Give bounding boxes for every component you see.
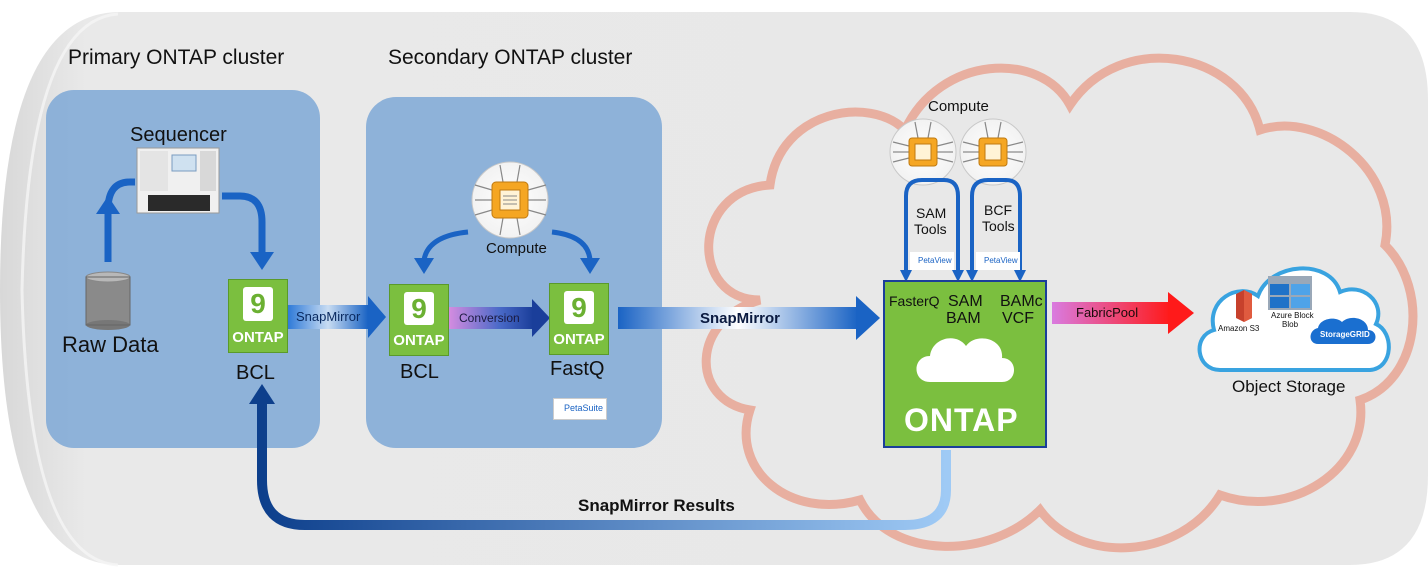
petasuite-logo: PetaSuite <box>553 398 607 420</box>
sam-tools-label-line2: Tools <box>914 221 947 237</box>
compute-label-cloud: Compute <box>928 98 989 115</box>
snapmirror-label-2: SnapMirror <box>700 310 781 327</box>
bcl-label-primary: BCL <box>236 362 275 384</box>
petaview-label-1: PetaView <box>918 256 952 265</box>
bcf-tools-label-line2: Tools <box>982 218 1015 234</box>
primary-cluster-title: Primary ONTAP cluster <box>68 46 285 69</box>
bcl-ontap-badge-primary: 9 ONTAP <box>228 279 288 353</box>
petaview-logo-1: PetaView <box>910 252 954 270</box>
snapmirror-arrow-2 <box>618 296 880 340</box>
snapmirror-arrow-1 <box>288 296 386 338</box>
ontap-badge-word: ONTAP <box>393 332 445 349</box>
petaview-label-2: PetaView <box>984 256 1018 265</box>
arrow-compute-to-fastq <box>551 229 593 261</box>
raw-data-cylinder-icon <box>85 271 131 330</box>
sam-tools-loop <box>904 178 960 272</box>
raw-data-label: Raw Data <box>62 332 159 357</box>
petasuite-label: PetaSuite <box>564 403 604 413</box>
ontap-nine-icon: 9 <box>243 287 273 321</box>
ontap-badge-word: ONTAP <box>232 329 284 346</box>
storagegrid-icon <box>1310 317 1376 344</box>
fastq-label: FastQ <box>550 358 605 380</box>
azure-blob-label-line2: Blob <box>1282 320 1299 329</box>
compute-chip-icon-cloud-2 <box>959 118 1027 186</box>
snapmirror-results-label: SnapMirror Results <box>578 496 735 515</box>
amazon-s3-label: Amazon S3 <box>1218 324 1260 333</box>
conversion-label: Conversion <box>459 311 520 325</box>
arrow-sequencer-to-bcl <box>222 192 266 252</box>
sam-bam-label-line1: SAM <box>948 293 983 310</box>
bcl-ontap-badge-secondary: 9 ONTAP <box>389 284 449 356</box>
sequencer-icon <box>136 147 220 214</box>
bcl-label-secondary: BCL <box>400 361 439 383</box>
secondary-cluster-panel <box>366 97 662 448</box>
fabricpool-label: FabricPool <box>1076 305 1139 320</box>
bamc-vcf-label-line1: BAMc <box>1000 293 1043 310</box>
azure-blob-label-line1: Azure Block <box>1271 311 1314 320</box>
ontap-nine-icon: 9 <box>404 292 434 325</box>
compute-chip-icon-cloud-1 <box>889 118 957 186</box>
object-storage-title: Object Storage <box>1232 377 1346 396</box>
sam-bam-label-line2: BAM <box>946 310 981 327</box>
amazon-s3-icon <box>1236 290 1252 322</box>
compute-label-secondary: Compute <box>486 240 547 257</box>
storagegrid-label: StorageGRID <box>1320 330 1370 339</box>
bcf-tools-label-line1: BCF <box>984 202 1012 218</box>
conversion-arrow <box>449 299 550 337</box>
background-capsule <box>0 12 1428 567</box>
fastq-ontap-badge: 9 ONTAP <box>549 283 609 355</box>
azure-blob-icon <box>1268 276 1312 310</box>
bamc-vcf-label-line2: VCF <box>1002 310 1034 327</box>
snapmirror-label-1: SnapMirror <box>296 309 361 324</box>
primary-cluster-panel <box>46 90 320 448</box>
petaview-logo-2: PetaView <box>976 252 1020 270</box>
fasterq-label: FasterQ <box>889 293 940 309</box>
cloud-outline <box>701 53 1418 553</box>
secondary-cluster-title: Secondary ONTAP cluster <box>388 46 633 69</box>
snapmirror-results-arrow <box>257 402 951 530</box>
cloud-ontap-word: ONTAP <box>904 402 1019 438</box>
fabricpool-arrow <box>1052 292 1194 334</box>
sam-tools-label-line1: SAM <box>916 205 947 221</box>
compute-chip-icon-secondary <box>471 161 549 239</box>
ontap-nine-icon: 9 <box>564 291 594 324</box>
bcf-tools-loop <box>970 178 1022 272</box>
arrow-compute-to-bcl <box>421 229 469 261</box>
ontap-badge-word: ONTAP <box>553 331 605 348</box>
sequencer-label: Sequencer <box>130 124 227 146</box>
cloud-icon <box>916 338 1014 382</box>
